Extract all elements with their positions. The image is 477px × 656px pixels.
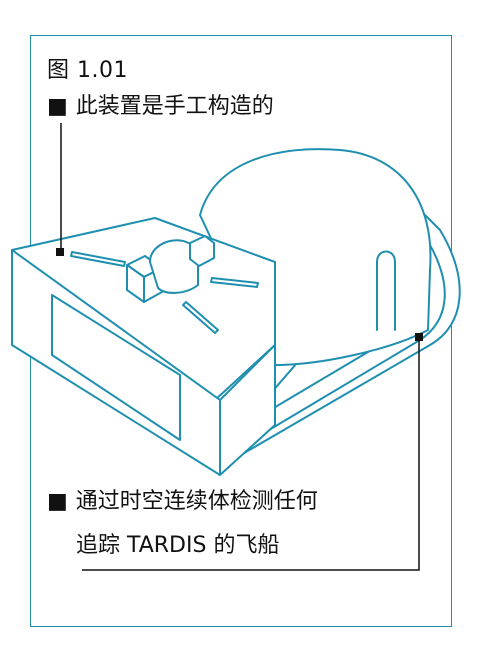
callout-detector: ■ 通过时空连续体检测任何 (47, 488, 318, 516)
dome-slot (376, 250, 396, 331)
control-bar-left (70, 251, 126, 267)
callout-text-line1: 通过时空连续体检测任何 (75, 489, 318, 514)
leader-dot-bottom (415, 333, 423, 341)
leader-line-bottom (82, 338, 420, 571)
callout-detector-line2: 追踪 TARDIS 的飞船 (76, 533, 280, 558)
box-panel (51, 294, 181, 441)
knob-stub (189, 235, 215, 267)
control-bar-right (210, 277, 259, 288)
control-bar-front (182, 301, 219, 334)
leader-dot-top (56, 248, 64, 256)
callout-marker: ■ (47, 94, 68, 119)
callout-text: 此装置是手工构造的 (75, 94, 274, 119)
callout-handmade: ■ 此装置是手工构造的 (47, 93, 274, 121)
box-side (219, 344, 276, 476)
callout-marker: ■ (47, 489, 68, 514)
figure-number: 图 1.01 (47, 58, 128, 83)
